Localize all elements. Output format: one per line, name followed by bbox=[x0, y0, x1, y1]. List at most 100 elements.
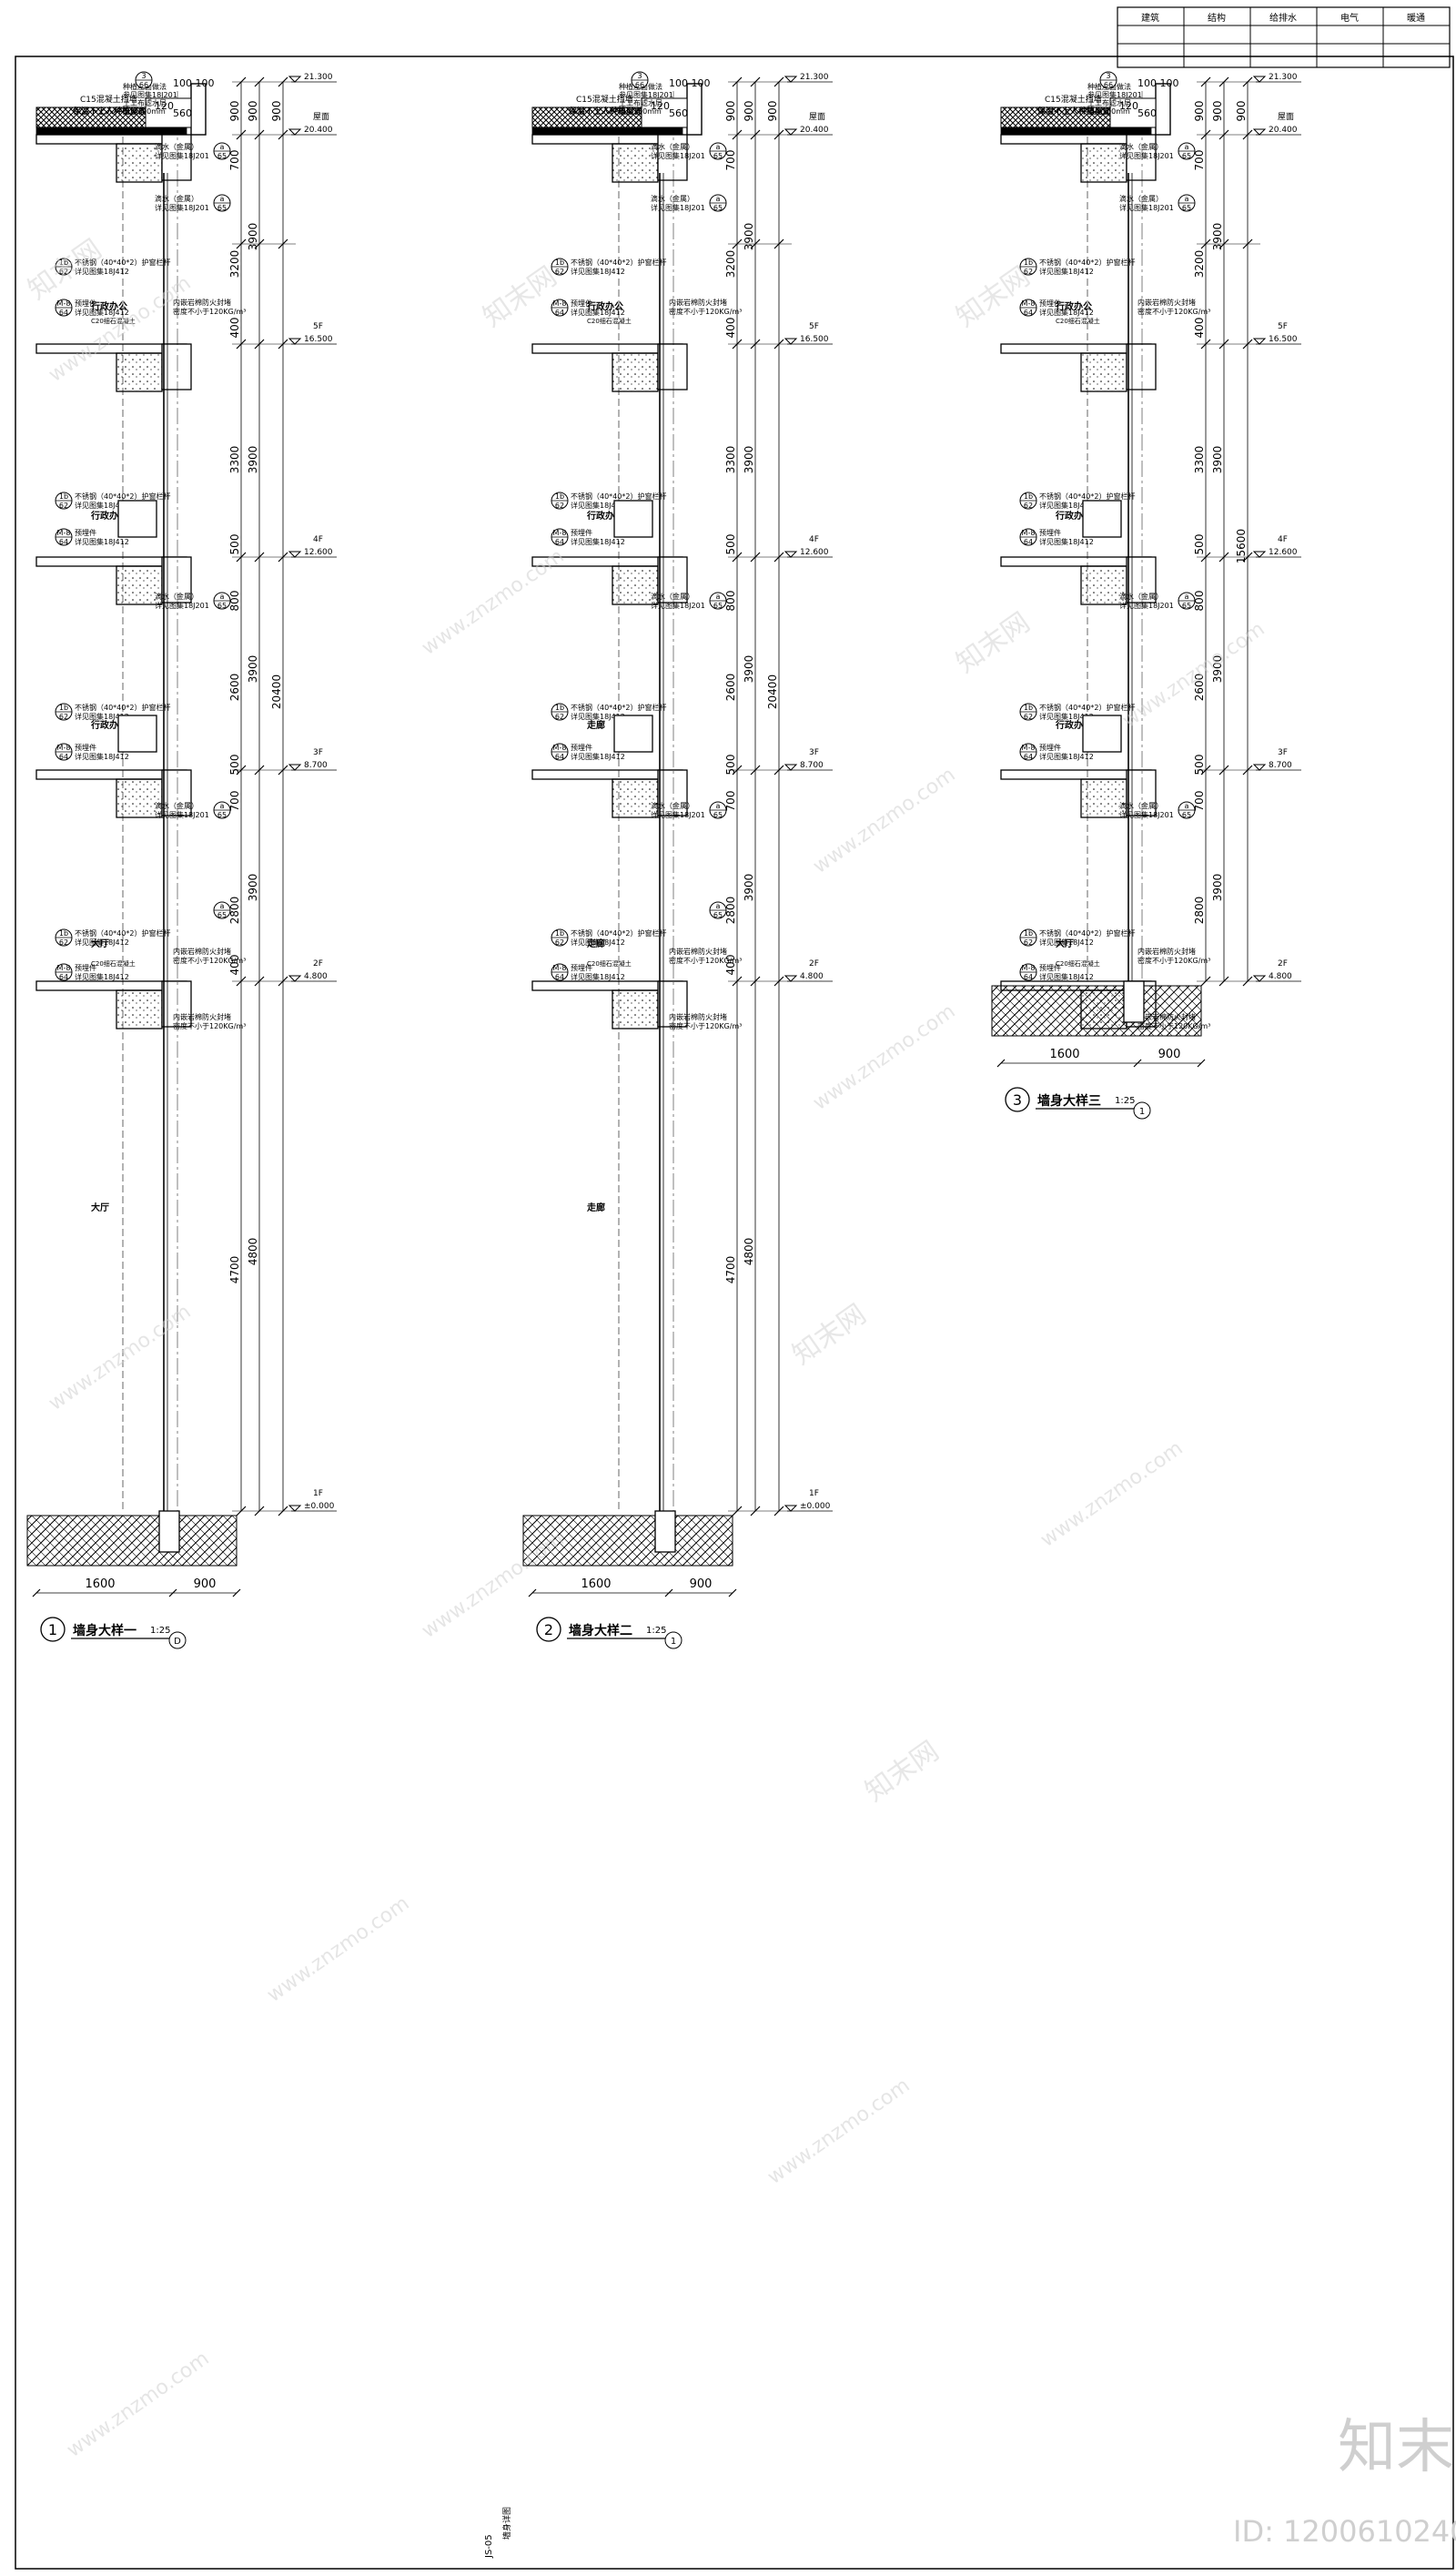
callout-m8-bot: 64 bbox=[59, 538, 68, 546]
callout-1b62-bot: 62 bbox=[59, 268, 68, 276]
dim-3900: 3900 bbox=[247, 655, 259, 684]
roof-dim-100: 100 100 bbox=[173, 77, 215, 89]
callout-1b-ref: 详见图集18J412 bbox=[571, 501, 625, 510]
parapet-base bbox=[641, 97, 688, 128]
level-triangle bbox=[1252, 975, 1267, 982]
callout-a65-text: 滴水（金属） bbox=[155, 592, 198, 601]
callout-m8-ref: 详见图集18J412 bbox=[1039, 537, 1094, 546]
parapet bbox=[190, 83, 207, 136]
dim-500: 500 bbox=[724, 755, 737, 776]
callout-a65-text: 滴水（金属） bbox=[155, 801, 198, 810]
callout-1b-ref: 详见图集18J412 bbox=[571, 712, 625, 721]
level-triangle bbox=[288, 764, 302, 771]
callout-a65-ref: 详见图集18J201 bbox=[155, 601, 209, 610]
callout-1b62-bot: 62 bbox=[59, 502, 68, 510]
watermark-brand: 知末 bbox=[1338, 2414, 1454, 2481]
roof-dim-120: 120 bbox=[1119, 100, 1138, 112]
level-name-f3: 3F bbox=[809, 748, 819, 757]
callout-1b-ref: 详见图集18J412 bbox=[75, 712, 129, 721]
callout-1b-text: 不锈钢（40*40*2）护窗栏杆 bbox=[1039, 492, 1135, 501]
callout-1b-ref: 详见图集18J412 bbox=[75, 501, 129, 510]
watermark-url: www.znzmo.com bbox=[809, 764, 959, 878]
dim-roof: 900 bbox=[743, 101, 755, 122]
level-name-f4: 4F bbox=[313, 535, 323, 544]
callout-1b62-bot: 62 bbox=[1024, 938, 1033, 947]
dim-2600: 2600 bbox=[724, 674, 737, 702]
level-name-f5: 5F bbox=[809, 322, 819, 331]
roof-note-insul: 保温不上人种植屋面 bbox=[1036, 106, 1111, 117]
fire-note: 内嵌岩棉防火封堵 bbox=[669, 1012, 727, 1021]
roof-note-depth: 厚度300mm bbox=[123, 106, 166, 116]
beam bbox=[612, 352, 659, 392]
callout-a65-top: a bbox=[716, 195, 721, 203]
bottom-dim-tick bbox=[32, 1588, 41, 1597]
c20-note: C20细石混凝土 bbox=[91, 317, 136, 325]
roof-note-depth: 厚度300mm bbox=[619, 106, 662, 116]
dim-2600: 2600 bbox=[228, 674, 241, 702]
fire-density: 密度不小于120KG/m³ bbox=[1138, 307, 1210, 316]
bottom-dim-1600: 1600 bbox=[1049, 1048, 1079, 1061]
sill-box bbox=[1082, 500, 1122, 538]
room-label: 行政办公 bbox=[90, 300, 127, 312]
level-triangle bbox=[288, 128, 302, 136]
watermark-diag: 知末网 bbox=[951, 260, 1036, 333]
level-name-f3: 3F bbox=[313, 748, 323, 757]
dim-3900: 3900 bbox=[743, 874, 755, 902]
dim-400: 400 bbox=[228, 318, 241, 339]
callout-a65-bot: 65 bbox=[1182, 204, 1191, 212]
callout-1b-ref: 详见图集18J412 bbox=[1039, 712, 1094, 721]
dim-800: 800 bbox=[228, 591, 241, 612]
callout-m8-text: 预埋件 bbox=[571, 299, 592, 308]
callout-1b-ref: 详见图集18J412 bbox=[1039, 938, 1094, 947]
section-number-circle bbox=[1005, 1087, 1030, 1112]
callout-m8-top: M-8 bbox=[553, 964, 567, 972]
callout-m8-top: M-8 bbox=[1022, 299, 1036, 308]
callout-m8-bot: 64 bbox=[555, 973, 564, 981]
axis-bubble bbox=[168, 1631, 187, 1649]
level-elev-f4: 12.600 bbox=[1269, 548, 1298, 557]
footing bbox=[1123, 980, 1145, 1023]
dim-700: 700 bbox=[724, 791, 737, 812]
edge-beam bbox=[657, 556, 688, 603]
level-elev-f2: 4.800 bbox=[1269, 972, 1292, 981]
callout-1b62-bot: 62 bbox=[555, 268, 564, 276]
callout-1b62-bot: 62 bbox=[59, 938, 68, 947]
dim-2600: 2600 bbox=[1193, 674, 1206, 702]
dim-3900: 3900 bbox=[1211, 223, 1224, 251]
callout-3-bot: 66 bbox=[635, 81, 644, 89]
dim-400: 400 bbox=[724, 318, 737, 339]
watermark-url: www.znzmo.com bbox=[418, 545, 568, 660]
callout-m8-text: 预埋件 bbox=[75, 743, 96, 752]
callout-1b-ref: 详见图集18J412 bbox=[1039, 267, 1094, 276]
sill-box bbox=[117, 500, 157, 538]
dim-20400: 20400 bbox=[270, 674, 283, 709]
callout-a65-ref: 详见图集18J201 bbox=[1119, 601, 1174, 610]
dim-800: 800 bbox=[724, 591, 737, 612]
callout-1b-ref: 详见图集18J412 bbox=[571, 938, 625, 947]
watermark-url: www.znzmo.com bbox=[63, 2348, 213, 2462]
callout-1b-text: 不锈钢（40*40*2）护窗栏杆 bbox=[571, 703, 666, 712]
callout-1b-text: 不锈钢（40*40*2）护窗栏杆 bbox=[571, 492, 666, 501]
beam bbox=[1080, 778, 1127, 818]
callout-m8-top: M-8 bbox=[553, 299, 567, 308]
dim-400: 400 bbox=[724, 955, 737, 976]
beam bbox=[116, 989, 163, 1029]
roof-note-ref: 参见图集18J201 bbox=[1087, 90, 1142, 99]
callout-1b62-bot: 62 bbox=[59, 713, 68, 721]
room-label: 行政办公 bbox=[1055, 300, 1092, 312]
level-name-f3: 3F bbox=[1278, 748, 1288, 757]
room-label: 走廊 bbox=[586, 719, 605, 731]
callout-m8-text: 预埋件 bbox=[1039, 963, 1061, 972]
level-triangle bbox=[1252, 764, 1267, 771]
room-label: 行政办公 bbox=[586, 300, 623, 312]
level-triangle bbox=[288, 975, 302, 982]
callout-a65-top: a bbox=[716, 143, 721, 151]
level-triangle bbox=[784, 76, 798, 83]
callout-1b62-bot: 62 bbox=[555, 938, 564, 947]
edge-beam bbox=[161, 769, 192, 816]
fire-density: 密度不小于120KG/m³ bbox=[669, 956, 742, 965]
watermark-diag: 知末网 bbox=[951, 606, 1036, 679]
dim-4700: 4700 bbox=[724, 1256, 737, 1284]
level-name-roof: 屋面 bbox=[809, 112, 825, 122]
section-s3: C15混凝土挡墙保温不上人种植屋面种植屋面做法参见图集18J201土工布滤水层厚… bbox=[991, 71, 1301, 1120]
